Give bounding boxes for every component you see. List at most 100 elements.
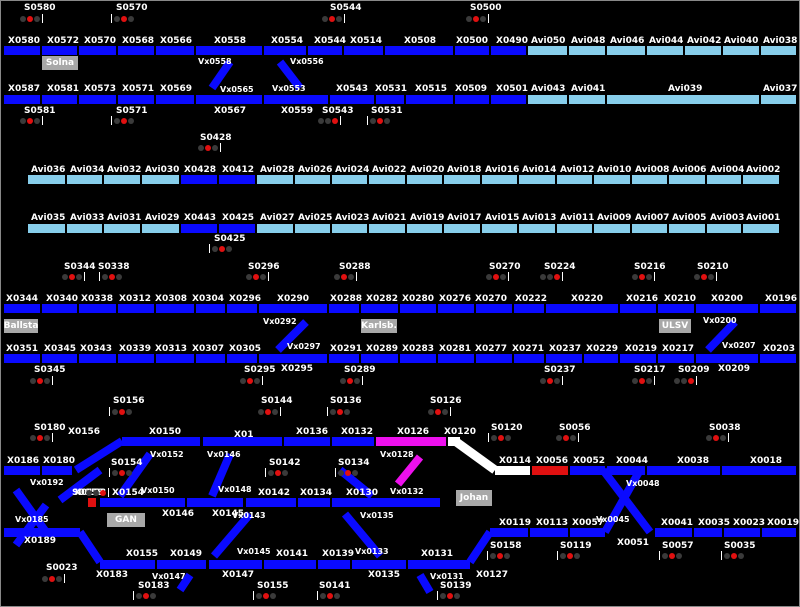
signal-head[interactable]	[487, 433, 511, 442]
track-section[interactable]	[528, 95, 567, 104]
track-section[interactable]	[187, 498, 243, 507]
signal-head[interactable]	[98, 272, 122, 281]
track-section-route[interactable]	[495, 466, 530, 475]
track-section[interactable]	[696, 304, 758, 313]
track-section[interactable]	[79, 46, 116, 55]
track-section[interactable]	[259, 304, 327, 313]
track-section[interactable]	[369, 224, 405, 233]
track-section[interactable]	[118, 304, 154, 313]
track-section[interactable]	[491, 46, 526, 55]
signal-head[interactable]	[632, 272, 656, 281]
track-section[interactable]	[257, 224, 293, 233]
track-section[interactable]	[295, 224, 330, 233]
signal-head[interactable]	[674, 376, 698, 385]
track-section[interactable]	[632, 224, 667, 233]
track-section[interactable]	[685, 46, 721, 55]
track-section[interactable]	[557, 224, 592, 233]
track-section[interactable]	[227, 304, 257, 313]
track-section[interactable]	[79, 354, 116, 363]
track-section[interactable]	[761, 46, 796, 55]
switch-track[interactable]	[12, 502, 50, 548]
track-section[interactable]	[455, 95, 489, 104]
signal-head[interactable]	[42, 574, 66, 583]
route-track[interactable]	[452, 437, 498, 474]
signal-head[interactable]	[428, 407, 452, 416]
track-section[interactable]	[142, 175, 179, 184]
signal-head[interactable]	[132, 591, 156, 600]
switch-track[interactable]	[76, 529, 104, 565]
track-section[interactable]	[408, 560, 470, 569]
track-section[interactable]	[546, 354, 582, 363]
signal-head[interactable]	[334, 272, 358, 281]
track-section[interactable]	[762, 528, 796, 537]
track-section[interactable]	[723, 46, 759, 55]
track-section[interactable]	[219, 224, 255, 233]
track-section[interactable]	[156, 46, 194, 55]
track-section[interactable]	[546, 304, 618, 313]
track-section[interactable]	[156, 95, 194, 104]
signal-head[interactable]	[556, 551, 580, 560]
track-section[interactable]	[438, 354, 474, 363]
track-section[interactable]	[181, 175, 217, 184]
track-section[interactable]	[491, 95, 526, 104]
signal-head[interactable]	[694, 272, 718, 281]
signal-head[interactable]	[108, 468, 132, 477]
track-section[interactable]	[122, 437, 200, 446]
track-section[interactable]	[352, 560, 406, 569]
signal-head[interactable]	[720, 551, 744, 560]
crossover-track[interactable]	[276, 59, 304, 91]
track-section[interactable]	[594, 175, 630, 184]
track-section[interactable]	[28, 224, 65, 233]
signal-head[interactable]	[366, 116, 390, 125]
signal-head[interactable]	[62, 272, 86, 281]
track-section[interactable]	[724, 528, 760, 537]
track-section[interactable]	[570, 466, 605, 475]
signal-head[interactable]	[20, 116, 44, 125]
track-section[interactable]	[100, 560, 155, 569]
crossover-track[interactable]	[275, 319, 309, 353]
track-section[interactable]	[620, 354, 656, 363]
signal-head[interactable]	[316, 591, 340, 600]
track-section[interactable]	[67, 224, 102, 233]
track-section[interactable]	[209, 560, 262, 569]
track-section[interactable]	[519, 175, 555, 184]
signal-head[interactable]	[556, 433, 580, 442]
track-section[interactable]	[156, 354, 194, 363]
track-section[interactable]	[707, 175, 741, 184]
track-section[interactable]	[219, 175, 255, 184]
signal-head[interactable]	[246, 272, 270, 281]
switch-track[interactable]	[601, 468, 644, 534]
track-section[interactable]	[28, 175, 65, 184]
track-section-route[interactable]	[448, 437, 460, 446]
switch-track[interactable]	[12, 487, 50, 535]
track-section[interactable]	[400, 354, 436, 363]
signal-head[interactable]	[540, 272, 564, 281]
crossover-track[interactable]	[208, 59, 234, 91]
track-section[interactable]	[42, 354, 77, 363]
track-section[interactable]	[227, 354, 257, 363]
track-section[interactable]	[203, 437, 282, 446]
track-section[interactable]	[259, 354, 327, 363]
track-section[interactable]	[514, 354, 544, 363]
track-section[interactable]	[4, 466, 40, 475]
track-section[interactable]	[490, 528, 528, 537]
track-section[interactable]	[67, 175, 102, 184]
track-section[interactable]	[298, 498, 330, 507]
track-section[interactable]	[761, 95, 796, 104]
track-section[interactable]	[669, 224, 705, 233]
track-section[interactable]	[519, 224, 555, 233]
track-section[interactable]	[694, 528, 722, 537]
track-section[interactable]	[4, 354, 40, 363]
track-section[interactable]	[455, 46, 489, 55]
signal-head[interactable]	[208, 244, 232, 253]
track-section[interactable]	[79, 304, 116, 313]
track-section[interactable]	[482, 224, 517, 233]
track-section[interactable]	[632, 175, 667, 184]
track-section[interactable]	[42, 46, 77, 55]
track-section[interactable]	[569, 46, 605, 55]
track-section[interactable]	[400, 304, 436, 313]
track-section[interactable]	[669, 175, 705, 184]
signal-head[interactable]	[334, 468, 358, 477]
track-section[interactable]	[332, 437, 374, 446]
track-section[interactable]	[647, 46, 683, 55]
